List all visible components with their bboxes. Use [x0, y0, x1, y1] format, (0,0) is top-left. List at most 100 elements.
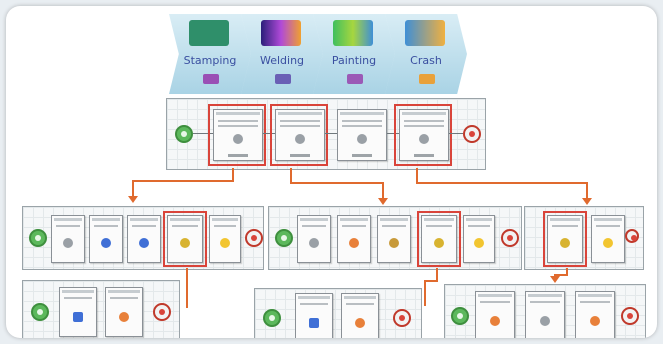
sub-node[interactable]	[105, 287, 143, 337]
stage-label: Crash	[410, 54, 442, 67]
process-stage-banner: Stamping Welding Painting Crash	[169, 14, 467, 94]
connector-line	[382, 182, 384, 198]
welding-subprocess-flow	[268, 206, 522, 270]
main-node-crash[interactable]	[399, 109, 449, 161]
gear-icon	[309, 238, 319, 248]
sun-icon	[220, 238, 230, 248]
target-icon	[119, 312, 129, 322]
target-icon	[490, 316, 500, 326]
start-node[interactable]	[175, 125, 193, 143]
stamping-mini-icon	[203, 74, 219, 84]
start-node[interactable]	[31, 303, 49, 321]
cube-icon	[389, 238, 399, 248]
grid-icon	[309, 318, 319, 328]
stage-welding: Welding	[241, 14, 323, 94]
connector-line	[554, 274, 568, 276]
sub-node[interactable]	[295, 293, 333, 338]
gear-icon	[357, 134, 367, 144]
sub-node[interactable]	[337, 215, 371, 263]
connector-line	[132, 180, 234, 182]
end-node[interactable]	[245, 229, 263, 247]
painting-image	[333, 20, 373, 46]
connector-line	[424, 280, 438, 282]
connector-line	[424, 280, 426, 306]
end-node[interactable]	[393, 309, 411, 327]
gear-icon	[63, 238, 73, 248]
edge	[263, 133, 275, 134]
connector-line	[416, 182, 588, 184]
wrench-icon	[434, 238, 444, 248]
globe-icon	[139, 238, 149, 248]
gear-icon	[295, 134, 305, 144]
start-node[interactable]	[29, 229, 47, 247]
connector-line	[566, 268, 568, 276]
target-icon	[590, 316, 600, 326]
globe-icon	[101, 238, 111, 248]
sub-node[interactable]	[341, 293, 379, 338]
connector-line	[586, 182, 588, 198]
connector-arrow	[128, 196, 138, 203]
sub-node[interactable]	[525, 291, 565, 338]
stage-stamping: Stamping	[169, 14, 251, 94]
end-node[interactable]	[501, 229, 519, 247]
main-node-painting[interactable]	[337, 109, 387, 161]
highlight-box	[394, 104, 452, 166]
start-node[interactable]	[263, 309, 281, 327]
gear-icon	[419, 134, 429, 144]
main-node-welding[interactable]	[275, 109, 325, 161]
target-icon	[349, 238, 359, 248]
connector-line	[290, 182, 384, 184]
sub-subprocess-flow-1	[22, 280, 180, 338]
wrench-icon	[560, 238, 570, 248]
wrench-icon	[180, 238, 190, 248]
sub-node[interactable]	[59, 287, 97, 337]
start-node[interactable]	[275, 229, 293, 247]
end-node[interactable]	[463, 125, 481, 143]
main-node-stamping[interactable]	[213, 109, 263, 161]
connector-arrow	[582, 198, 592, 205]
gear-icon	[233, 134, 243, 144]
sub-node[interactable]	[575, 291, 615, 338]
stage-label: Painting	[331, 54, 377, 67]
connector-line	[290, 168, 292, 182]
connector-line	[416, 168, 418, 182]
connector-arrow	[550, 276, 560, 283]
sub-node[interactable]	[547, 215, 583, 263]
sub-node[interactable]	[297, 215, 331, 263]
stage-crash: Crash	[385, 14, 467, 94]
connector-line	[232, 168, 234, 180]
stage-label: Welding	[259, 54, 305, 67]
sub-node[interactable]	[475, 291, 515, 338]
sub-node[interactable]	[463, 215, 495, 263]
edge	[387, 133, 399, 134]
target-icon	[355, 318, 365, 328]
end-node[interactable]	[621, 307, 639, 325]
end-node[interactable]	[625, 229, 639, 243]
sub-node[interactable]	[377, 215, 411, 263]
crash-mini-icon	[419, 74, 435, 84]
grid-icon	[73, 312, 83, 322]
sub-node[interactable]	[127, 215, 161, 263]
gear-icon	[540, 316, 550, 326]
edge	[449, 133, 463, 134]
sub-subprocess-flow-3	[444, 284, 646, 338]
welding-mini-icon	[275, 74, 291, 84]
sub-node[interactable]	[591, 215, 625, 263]
edge	[325, 133, 337, 134]
highlight-box	[208, 104, 266, 166]
connector-arrow	[378, 198, 388, 205]
sub-node[interactable]	[209, 215, 241, 263]
stamping-subprocess-flow	[22, 206, 264, 270]
stage-painting: Painting	[313, 14, 395, 94]
sub-node[interactable]	[51, 215, 85, 263]
crash-subprocess-flow	[524, 206, 644, 270]
start-node[interactable]	[451, 307, 469, 325]
end-node[interactable]	[153, 303, 171, 321]
main-process-flow	[166, 98, 486, 170]
sub-node[interactable]	[167, 215, 203, 263]
sub-node[interactable]	[89, 215, 123, 263]
connector-line	[132, 180, 134, 196]
edge	[193, 133, 213, 134]
sub-node[interactable]	[421, 215, 457, 263]
highlight-box	[543, 211, 587, 267]
